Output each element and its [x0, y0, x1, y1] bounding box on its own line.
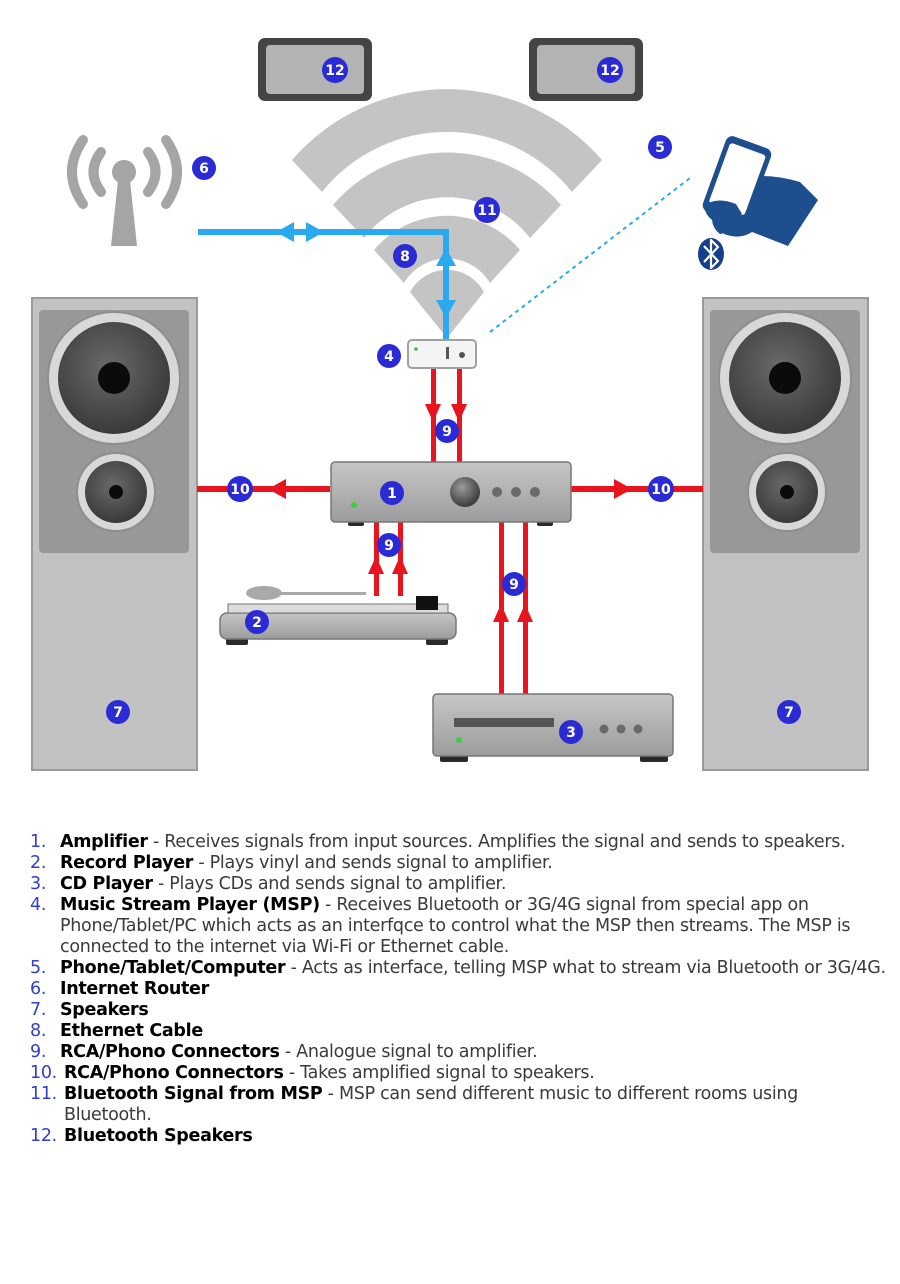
bluetooth-icon — [698, 238, 724, 270]
legend-description: - Receives Bluetooth or 3G/4G signal fro… — [60, 895, 851, 957]
legend-number: 3. — [30, 874, 47, 894]
legend-term: Record Player — [60, 853, 194, 873]
svg-text:8: 8 — [400, 249, 410, 265]
legend-number: 7. — [30, 1000, 47, 1020]
legend-number: 9. — [30, 1042, 47, 1062]
legend-number: 5. — [30, 958, 47, 978]
legend-term: Phone/Tablet/Computer — [60, 958, 286, 978]
svg-text:11: 11 — [477, 203, 496, 219]
svg-text:5: 5 — [655, 140, 665, 156]
badge-rca-right: 10 — [648, 476, 674, 502]
legend-term: CD Player — [60, 874, 153, 894]
legend-term: Ethernet Cable — [60, 1021, 203, 1041]
record-player-device — [219, 586, 457, 645]
legend-term: RCA/Phono Connectors — [64, 1063, 284, 1083]
legend-description: - Receives signals from input sources. A… — [147, 832, 846, 852]
legend-term: RCA/Phono Connectors — [60, 1042, 280, 1062]
legend-item: 7. Speakers — [30, 1000, 890, 1021]
legend-number: 10. — [30, 1063, 57, 1083]
legend-number: 8. — [30, 1021, 47, 1041]
badge-msp: 4 — [377, 344, 401, 368]
svg-text:12: 12 — [325, 63, 344, 79]
legend-number: 1. — [30, 832, 47, 852]
legend-term: Bluetooth Signal from MSP — [64, 1084, 323, 1104]
legend-item: 5. Phone/Tablet/Computer - Acts as interf… — [30, 958, 890, 979]
legend-description: - MSP can send different music to differ… — [64, 1084, 798, 1125]
svg-text:6: 6 — [199, 161, 209, 177]
svg-text:12: 12 — [600, 63, 619, 79]
legend-description: - Takes amplified signal to speakers. — [283, 1063, 595, 1083]
router-icon — [67, 135, 182, 246]
cd-player-device — [432, 693, 674, 762]
badge-bt-speaker-right: 12 — [597, 57, 623, 83]
legend-item: 10. RCA/Phono Connectors - Takes amplifie… — [30, 1063, 890, 1084]
badge-phone: 5 — [648, 135, 672, 159]
legend-term: Speakers — [60, 1000, 149, 1020]
svg-text:2: 2 — [252, 615, 262, 631]
legend-item: 6. Internet Router — [30, 979, 890, 1000]
svg-text:9: 9 — [442, 424, 452, 440]
speaker-right — [702, 297, 869, 771]
legend-number: 4. — [30, 895, 47, 915]
badge-rca-left: 10 — [227, 476, 253, 502]
legend-term: Music Stream Player (MSP) — [60, 895, 320, 915]
amplifier-device — [330, 461, 572, 526]
legend-term: Amplifier — [60, 832, 148, 852]
badge-cd-player: 3 — [559, 720, 583, 744]
legend-list: 1. Amplifier - Receives signals from inpu… — [30, 832, 890, 1147]
svg-text:7: 7 — [784, 705, 794, 721]
legend-description: - Analogue signal to amplifier. — [279, 1042, 538, 1062]
legend-item: 9. RCA/Phono Connectors - Analogue signal… — [30, 1042, 890, 1063]
bluetooth-link — [489, 177, 691, 333]
badge-record-player: 2 — [245, 610, 269, 634]
badge-amplifier: 1 — [380, 481, 404, 505]
legend-item: 4. Music Stream Player (MSP) - Receives B… — [30, 895, 890, 958]
legend-number: 12. — [30, 1126, 57, 1146]
bt-speaker-left — [258, 38, 372, 101]
hifi-setup-diagram: 1 2 3 4 5 6 7 7 8 9 9 9 10 10 11 12 12 — [31, 38, 869, 771]
svg-text:10: 10 — [230, 482, 250, 498]
svg-text:10: 10 — [651, 482, 671, 498]
legend-item: 1. Amplifier - Receives signals from inpu… — [30, 832, 890, 853]
svg-text:9: 9 — [384, 538, 394, 554]
bt-speaker-right — [529, 38, 643, 101]
legend-term: Bluetooth Speakers — [64, 1126, 253, 1146]
svg-text:4: 4 — [384, 349, 394, 365]
legend-number: 11. — [30, 1084, 57, 1104]
svg-text:7: 7 — [113, 705, 123, 721]
legend-item: 12. Bluetooth Speakers — [30, 1126, 890, 1147]
svg-text:3: 3 — [566, 725, 576, 741]
badge-rca-msp: 9 — [435, 419, 459, 443]
ethernet-cable — [198, 222, 456, 341]
badge-rca-record: 9 — [377, 533, 401, 557]
legend-description: - Acts as interface, telling MSP what to… — [285, 958, 887, 978]
legend-term: Internet Router — [60, 979, 209, 999]
legend-item: 11. Bluetooth Signal from MSP - MSP can s… — [30, 1084, 890, 1126]
badge-router: 6 — [192, 156, 216, 180]
legend-description: - Plays CDs and sends signal to amplifie… — [152, 874, 507, 894]
phone-hand-icon — [702, 136, 818, 246]
svg-text:9: 9 — [509, 577, 519, 593]
svg-text:1: 1 — [387, 486, 397, 502]
badge-bluetooth-signal: 11 — [474, 197, 500, 223]
badge-ethernet: 8 — [393, 244, 417, 268]
badge-speaker-left: 7 — [106, 700, 130, 724]
legend-item: 3. CD Player - Plays CDs and sends signal… — [30, 874, 890, 895]
badge-speaker-right: 7 — [777, 700, 801, 724]
speaker-left — [31, 297, 198, 771]
legend-item: 8. Ethernet Cable — [30, 1021, 890, 1042]
legend-description: - Plays vinyl and sends signal to amplif… — [193, 853, 553, 873]
legend-number: 6. — [30, 979, 47, 999]
legend-number: 2. — [30, 853, 47, 873]
msp-device — [407, 339, 477, 369]
badge-rca-cd: 9 — [502, 572, 526, 596]
badge-bt-speaker-left: 12 — [322, 57, 348, 83]
legend-item: 2. Record Player - Plays vinyl and sends … — [30, 853, 890, 874]
rca-connectors — [197, 368, 703, 694]
